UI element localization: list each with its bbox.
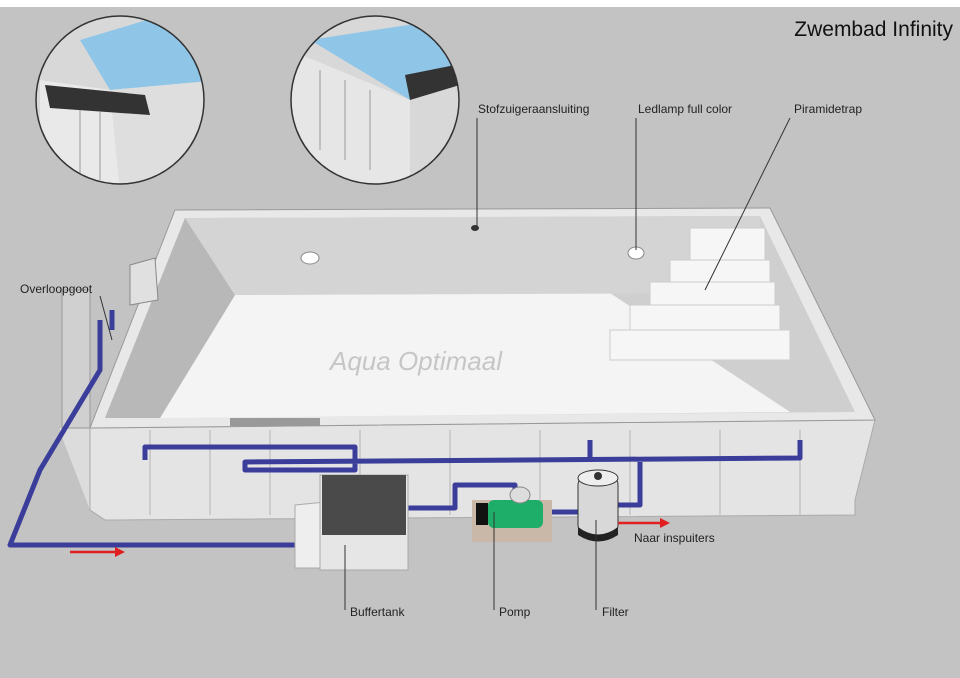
logo-watermark: Aqua Optimaal <box>328 346 503 376</box>
pyramid-stairs <box>609 227 791 361</box>
diagram-title: Zwembad Infinity <box>794 18 953 41</box>
detail-edge-closeup <box>290 15 460 185</box>
label-pyramid-stairs: Piramidetrap <box>794 102 862 116</box>
flow-arrow-out <box>618 518 670 528</box>
diagram-canvas: Zwembad Infinity <box>7 15 953 619</box>
label-pump: Pomp <box>499 605 531 619</box>
label-outlet: Naar inspuiters <box>634 531 715 545</box>
label-overflow-gutter: Overloopgoot <box>20 282 93 296</box>
detail-overflow-closeup <box>35 15 205 185</box>
label-vacuum-connection: Stofzuigeraansluiting <box>478 102 589 116</box>
vacuum-connection <box>471 225 479 231</box>
flow-arrow-in <box>70 547 125 557</box>
jet-nozzle <box>300 251 320 265</box>
pump <box>472 486 552 542</box>
leader-lines <box>99 117 791 610</box>
label-filter: Filter <box>602 605 629 619</box>
filter <box>577 469 619 542</box>
buffer-tank <box>294 474 409 571</box>
pool: Aqua Optimaal <box>60 207 876 521</box>
pool-diagram: Zwembad Infinity <box>0 7 960 678</box>
label-led-lamp: Ledlamp full color <box>638 102 732 116</box>
label-buffer-tank: Buffertank <box>350 605 405 619</box>
